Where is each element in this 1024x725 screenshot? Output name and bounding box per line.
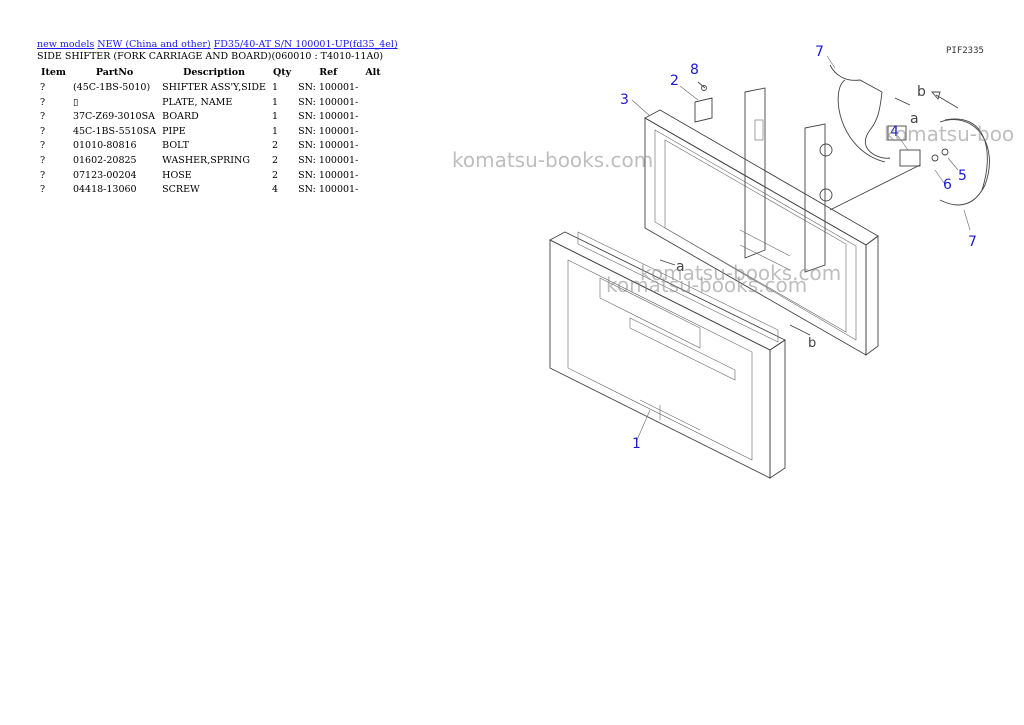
board-assembly — [644, 87, 879, 356]
cell-item: ? — [40, 125, 46, 137]
cell-partno: 04418-13060 — [72, 184, 137, 196]
callout-5: 5 — [958, 168, 967, 184]
table-row: ? 37C-Z69-3010SA BOARD 1 SN: 100001- — [37, 110, 385, 125]
screw-part — [697, 81, 707, 91]
header-ref: Ref — [319, 67, 338, 78]
cell-qty: 2 — [271, 140, 278, 152]
cell-ref: SN: 100001- — [298, 184, 359, 196]
fork-carriage — [549, 231, 786, 479]
table-header-row: Item PartNo Description Qty Ref Alt — [37, 65, 385, 81]
cell-qty: 1 — [271, 125, 278, 137]
cell-qty: 1 — [271, 111, 278, 123]
header-alt: Alt — [365, 67, 381, 78]
cell-item: ? — [40, 111, 46, 123]
callout-6: 6 — [943, 177, 952, 193]
table-row: ? 01010-80816 BOLT 2 SN: 100001- — [37, 139, 385, 154]
cell-alt — [361, 110, 384, 125]
page-title: SIDE SHIFTER (FORK CARRIAGE AND BOARD)(0… — [37, 51, 384, 62]
table-row: ? 45C-1BS-5510SA PIPE 1 SN: 100001- — [37, 125, 385, 140]
cell-ref: SN: 100001- — [298, 125, 359, 137]
parts-list-pane: new models NEW (China and other) FD35/40… — [37, 39, 457, 198]
callout-2: 2 — [670, 73, 679, 89]
cell-alt — [361, 139, 384, 154]
cell-qty: 4 — [271, 184, 278, 196]
cell-description: PLATE, NAME — [162, 96, 233, 108]
name-plate — [694, 97, 713, 123]
header-qty: Qty — [272, 67, 292, 78]
cell-description: HOSE — [162, 169, 192, 181]
callout-4: 4 — [890, 124, 899, 140]
cell-ref: SN: 100001- — [298, 96, 359, 108]
cell-partno: ▯ — [72, 96, 79, 108]
table-row: ? 04418-13060 SCREW 4 SN: 100001- — [37, 183, 385, 198]
cell-partno: 01602-20825 — [72, 154, 137, 166]
callout-leaders — [631, 55, 971, 441]
cell-partno: 01010-80816 — [72, 140, 137, 152]
cell-description: SCREW — [162, 184, 200, 196]
cell-item: ? — [40, 140, 46, 152]
cell-alt — [361, 81, 384, 96]
cell-item: ? — [40, 96, 46, 108]
callout-8: 8 — [690, 62, 699, 78]
watermark: komatsu-books.com — [452, 148, 653, 172]
breadcrumb-link-model[interactable]: FD35/40-AT S/N 100001-UP(fd35_4el) — [213, 39, 398, 50]
ref-letter-a: a — [910, 111, 919, 127]
cell-ref: SN: 100001- — [298, 111, 359, 123]
callout-3: 3 — [620, 92, 629, 108]
cell-alt — [361, 154, 384, 169]
cell-item: ? — [40, 184, 46, 196]
cell-description: PIPE — [162, 125, 186, 137]
cell-partno: 07123-00204 — [72, 169, 137, 181]
cell-qty: 1 — [271, 82, 278, 93]
ref-letter-a: a — [676, 259, 685, 275]
diagram-code: PIF2335 — [946, 46, 984, 56]
callout-7: 7 — [968, 234, 977, 250]
ref-letter-b: b — [917, 84, 926, 100]
table-row: ? (45C-1BS-5010) SHIFTER ASS'Y,SIDE 1 SN… — [37, 81, 385, 96]
callout-7: 7 — [815, 44, 824, 60]
cell-ref: SN: 100001- — [298, 154, 359, 166]
cell-description: BOARD — [162, 111, 199, 123]
cell-item: ? — [40, 169, 46, 181]
header-partno: PartNo — [95, 67, 134, 78]
parts-table: Item PartNo Description Qty Ref Alt ? (4… — [37, 65, 385, 198]
watermark: komatsu-books.com — [606, 273, 807, 297]
cell-ref: SN: 100001- — [298, 140, 359, 152]
cell-qty: 2 — [271, 169, 278, 181]
watermark: komatsu-boo — [884, 122, 1014, 146]
table-row: ? 07123-00204 HOSE 2 SN: 100001- — [37, 169, 385, 184]
exploded-parts-diagram: PIF2335 — [452, 44, 1014, 479]
cell-alt — [361, 96, 384, 111]
cell-partno: 45C-1BS-5510SA — [72, 125, 157, 137]
callout-1: 1 — [632, 436, 641, 452]
cell-description: BOLT — [162, 140, 189, 152]
header-item: Item — [41, 67, 66, 78]
table-row: ? 01602-20825 WASHER,SPRING 2 SN: 100001… — [37, 154, 385, 169]
cell-alt — [361, 183, 384, 198]
cell-ref: SN: 100001- — [298, 82, 359, 93]
breadcrumb-link-new-models[interactable]: new models — [37, 39, 95, 50]
cell-partno: 37C-Z69-3010SA — [72, 111, 155, 123]
arrow-markers — [659, 91, 959, 336]
cell-partno: (45C-1BS-5010) — [72, 82, 151, 93]
hose-pipe-assembly — [829, 64, 990, 211]
cell-description: SHIFTER ASS'Y,SIDE — [162, 82, 266, 93]
cell-item: ? — [40, 154, 46, 166]
table-row: ? ▯ PLATE, NAME 1 SN: 100001- — [37, 96, 385, 111]
cell-description: WASHER,SPRING — [162, 154, 250, 166]
watermark: komatsu-books.com — [640, 261, 841, 285]
ref-letter-b: b — [808, 336, 816, 351]
cell-alt — [361, 169, 384, 184]
header-description: Description — [183, 67, 245, 78]
cell-item: ? — [40, 82, 46, 93]
breadcrumb: new models NEW (China and other) FD35/40… — [37, 39, 457, 51]
cell-qty: 2 — [271, 154, 278, 166]
cell-qty: 1 — [271, 96, 278, 108]
cell-ref: SN: 100001- — [298, 169, 359, 181]
breadcrumb-link-region[interactable]: NEW (China and other) — [97, 39, 211, 50]
cell-alt — [361, 125, 384, 140]
